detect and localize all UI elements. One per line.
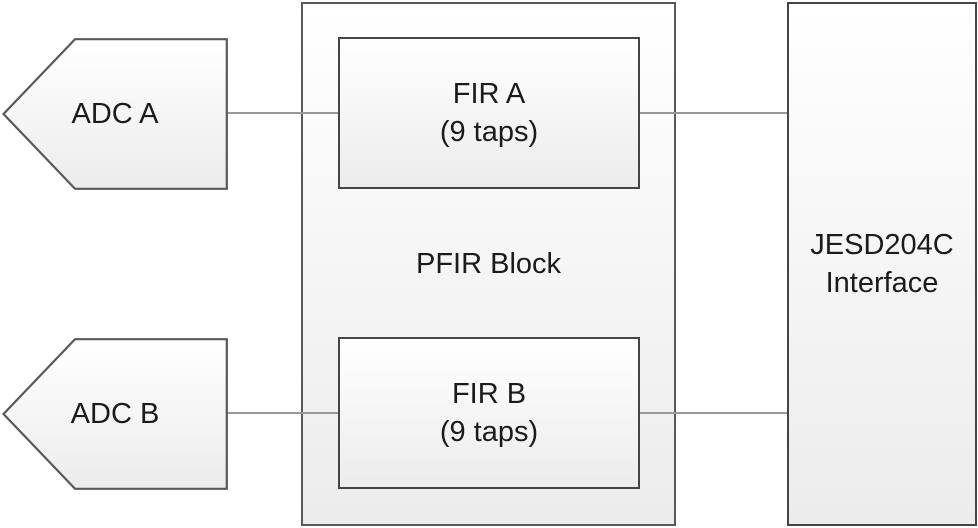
adc-b-arrow-shape [1, 338, 228, 490]
adc-a-arrow-shape [1, 38, 228, 190]
connector-fir-a-to-jesd [639, 112, 788, 114]
connector-fir-b-to-jesd [639, 412, 788, 414]
connector-adc-b-to-fir-b [227, 412, 339, 414]
connector-adc-a-to-fir-a [227, 112, 339, 114]
jesd204c-interface-block [787, 2, 977, 526]
fir-a-box [338, 37, 640, 189]
fir-b-box [338, 337, 640, 489]
